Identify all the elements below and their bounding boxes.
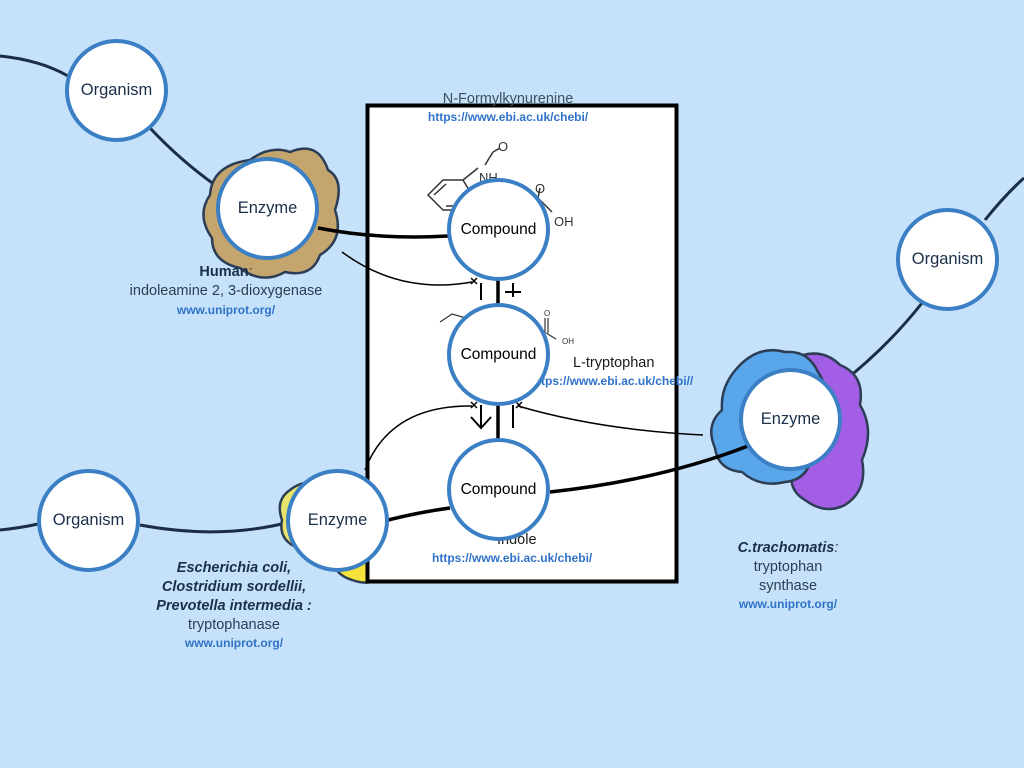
reaction-arrow-2 <box>470 416 492 430</box>
atom-label-3: O <box>535 181 545 196</box>
atom-label-1: O <box>498 139 508 154</box>
enzyme-node-human[interactable]: Enzyme <box>216 157 319 260</box>
edge-organism1-left <box>0 54 69 78</box>
compound-link-n-formylkynurenine[interactable]: https://www.ebi.ac.uk/chebi/ <box>427 110 589 124</box>
edge-enzyme1-compound1 <box>317 226 449 239</box>
compound-node-indole[interactable]: Compound <box>447 438 550 541</box>
enzyme-trachomatis-organism: C.trachomatis: <box>738 540 839 556</box>
edge-organism2-enzyme2 <box>139 520 291 534</box>
catalysis-mark-1 <box>470 277 478 285</box>
catalysis-enzyme2 <box>364 405 473 471</box>
enzyme-human-link[interactable]: www.uniprot.org/ <box>176 303 276 317</box>
organism-node-2[interactable]: Organism <box>37 469 140 572</box>
organism-name-trachomatis: C.trachomatis <box>737 540 835 556</box>
edge-enzyme3-compound3 <box>549 444 749 494</box>
catalysis-mark-3 <box>515 401 523 409</box>
enzyme-node-ecoli[interactable]: Enzyme <box>286 469 389 572</box>
edge-organism1-enzyme1 <box>148 126 216 187</box>
enzyme-ecoli-link[interactable]: www.uniprot.org/ <box>184 636 284 650</box>
catalysis-mark-2 <box>470 401 478 409</box>
compound-node-l-tryptophan[interactable]: Compound <box>447 303 550 406</box>
species-line-3: Prevotella intermedia : <box>156 598 312 614</box>
structure-l-tryptophan <box>439 313 557 340</box>
compound-link-indole[interactable]: https://www.ebi.ac.uk/chebi/ <box>432 551 593 565</box>
edge-organism2-left <box>0 522 39 532</box>
organism-node-1[interactable]: Organism <box>65 39 168 142</box>
enzyme-ecoli-name: tryptophanase <box>188 617 280 633</box>
compound-name-l-tryptophan: L-tryptophan <box>573 355 655 371</box>
organism-colon-trachomatis: : <box>834 540 839 556</box>
catalysis-enzyme1 <box>341 251 473 286</box>
enzyme-trachomatis-name-1: tryptophan <box>753 559 823 575</box>
enzyme-human-name: indoleamine 2, 3-dioxygenase <box>129 283 323 299</box>
enzyme-trachomatis-name-2: synthase <box>758 578 818 594</box>
compound-node-n-formylkynurenine[interactable]: Compound <box>447 178 550 281</box>
enzyme-human-organism: Human: <box>199 264 252 280</box>
atom-label-6: OH <box>562 337 574 346</box>
catalysis-enzyme3 <box>517 405 704 436</box>
edge-enzyme2-compound3 <box>387 506 451 522</box>
organism-name-human: Human <box>199 264 249 280</box>
organism-node-3[interactable]: Organism <box>896 208 999 311</box>
atom-label-4: OH <box>554 214 574 229</box>
enzyme-trachomatis-link[interactable]: www.uniprot.org/ <box>738 597 838 611</box>
species-line-1: Escherichia coli, <box>176 560 292 576</box>
species-line-2: Clostridium sordellii, <box>161 579 307 595</box>
organism-colon-human: : <box>248 264 253 280</box>
atom-label-5: O <box>544 309 550 318</box>
edge-organism3-right <box>983 176 1024 221</box>
compound-name-n-formylkynurenine: N-Formylkynurenine <box>442 91 574 107</box>
enzyme-node-trachomatis[interactable]: Enzyme <box>739 368 842 471</box>
compound-link-l-tryptophan[interactable]: tps://www.ebi.ac.uk/chebi// <box>541 374 694 388</box>
